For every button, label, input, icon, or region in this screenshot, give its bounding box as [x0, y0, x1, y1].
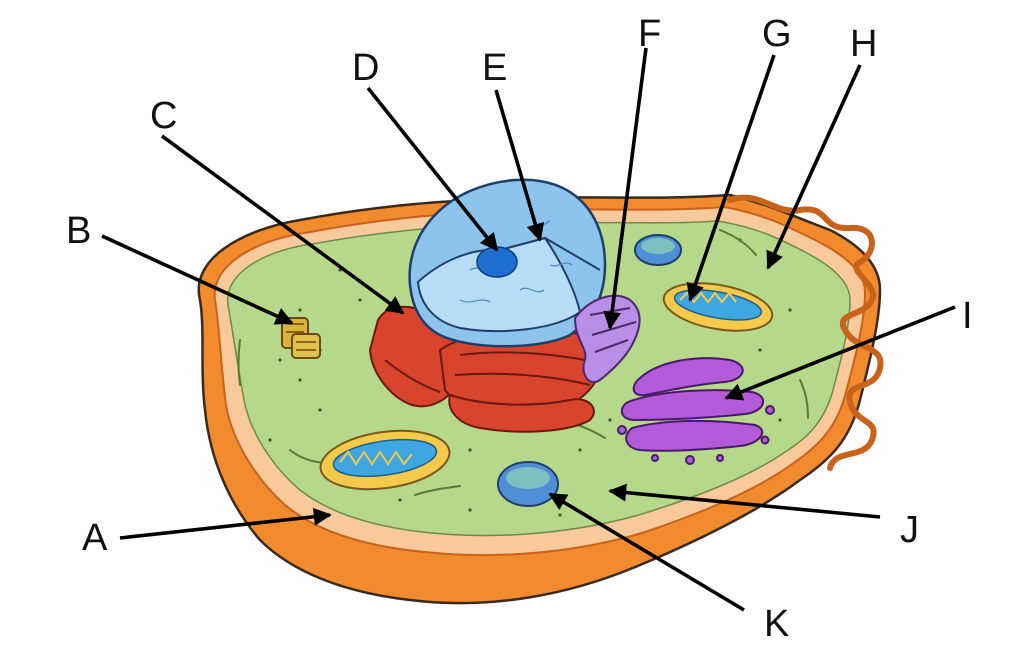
nucleus: [408, 178, 607, 348]
centriole: [281, 317, 321, 359]
label-d: D: [352, 47, 379, 89]
pointer-i: [724, 305, 956, 401]
pointer-k: [548, 492, 745, 612]
label-f: F: [638, 13, 661, 55]
label-a: A: [82, 517, 108, 559]
label-b: B: [66, 210, 91, 252]
microvilli: [727, 194, 884, 471]
label-e: E: [482, 47, 507, 89]
pointer-a: [119, 507, 332, 540]
labels: A B C D E F G H I J K: [66, 13, 973, 645]
label-k: K: [764, 603, 789, 645]
pointer-f: [603, 47, 648, 330]
pointer-e: [494, 89, 545, 242]
label-g: G: [762, 13, 792, 55]
pointer-c: [160, 134, 405, 315]
pointer-lines: [101, 47, 956, 612]
pointer-d: [366, 86, 499, 252]
pointer-g: [686, 54, 776, 302]
pointer-h: [766, 64, 862, 270]
pointer-j: [608, 483, 881, 519]
mitochondrion-lower: [319, 429, 451, 491]
label-j: J: [900, 509, 919, 551]
nucleolus: [476, 246, 518, 278]
lysosome: [497, 461, 559, 507]
rough-endoplasmic-reticulum: [368, 305, 602, 433]
label-c: C: [150, 95, 177, 137]
pointer-b: [101, 234, 294, 325]
vesicle-upper: [634, 234, 682, 266]
label-h: H: [850, 23, 877, 65]
label-i: I: [962, 295, 973, 337]
